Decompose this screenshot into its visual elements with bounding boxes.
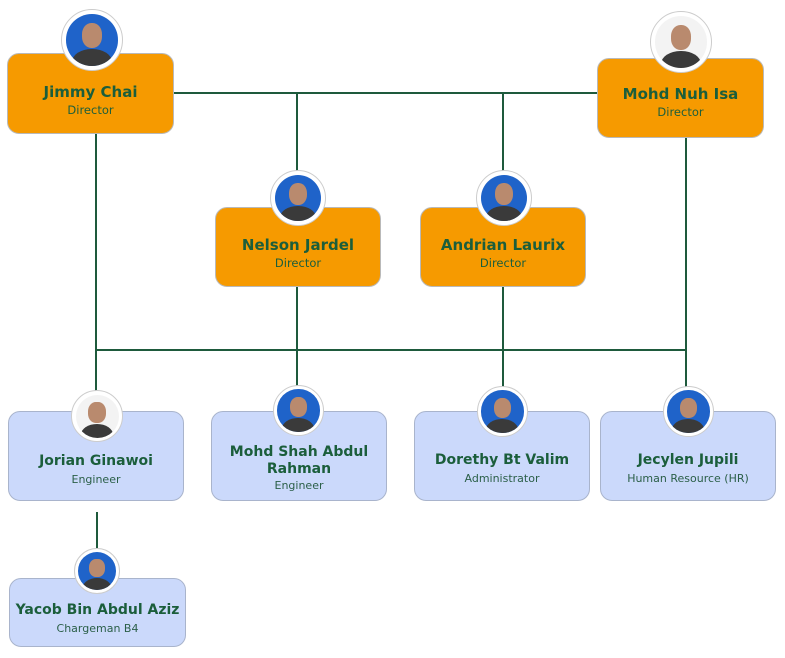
person-role: Director bbox=[67, 102, 114, 117]
avatar bbox=[270, 170, 326, 226]
connector bbox=[174, 92, 597, 94]
person-name: Andrian Laurix bbox=[440, 236, 566, 254]
person-role: Director bbox=[479, 256, 527, 270]
card-dorethy-bt-valim[interactable]: Dorethy Bt Valim Administrator bbox=[414, 411, 590, 501]
person-role: Engineer bbox=[71, 473, 121, 486]
connector bbox=[96, 512, 98, 548]
connector bbox=[296, 93, 298, 173]
connector bbox=[685, 138, 687, 390]
avatar bbox=[74, 548, 120, 594]
person-name: Jecylen Jupili bbox=[637, 452, 739, 468]
avatar bbox=[477, 386, 528, 437]
connector bbox=[502, 287, 504, 390]
card-jorian-ginawoi[interactable]: Jorian Ginawoi Engineer bbox=[8, 411, 184, 501]
person-name: Mohd Shah Abdul Rahman bbox=[229, 443, 369, 477]
person-name: Mohd Nuh Isa bbox=[622, 85, 739, 103]
person-name: Jimmy Chai bbox=[43, 82, 138, 101]
avatar bbox=[663, 386, 714, 437]
person-name: Yacob Bin Abdul Aziz bbox=[15, 601, 180, 618]
connector bbox=[95, 349, 687, 351]
person-role: Director bbox=[274, 256, 322, 270]
person-role: Human Resource (HR) bbox=[627, 472, 749, 485]
avatar bbox=[273, 385, 324, 436]
person-role: Engineer bbox=[274, 478, 324, 492]
person-name: Dorethy Bt Valim bbox=[434, 452, 570, 468]
connector bbox=[95, 134, 97, 392]
connector bbox=[502, 93, 504, 173]
avatar bbox=[61, 9, 123, 71]
person-name: Jorian Ginawoi bbox=[39, 453, 153, 469]
person-name: Nelson Jardel bbox=[241, 236, 355, 254]
avatar bbox=[650, 11, 712, 73]
avatar bbox=[476, 170, 532, 226]
person-role: Administrator bbox=[464, 472, 540, 485]
person-role: Director bbox=[657, 105, 704, 119]
avatar bbox=[71, 390, 123, 442]
connector bbox=[296, 287, 298, 387]
person-role: Chargeman B4 bbox=[56, 621, 139, 635]
